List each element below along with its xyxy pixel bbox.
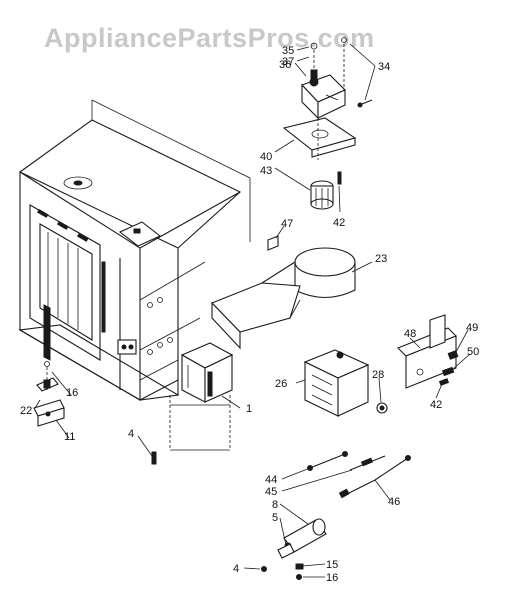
label-15: 15 bbox=[326, 559, 338, 571]
switch-22 bbox=[36, 377, 59, 392]
fan-motor bbox=[301, 69, 346, 120]
part-15 bbox=[295, 563, 304, 570]
part-49 bbox=[447, 350, 459, 360]
label-47: 47 bbox=[281, 218, 293, 230]
label-34: 34 bbox=[378, 61, 390, 73]
microwave-cabinet bbox=[18, 99, 251, 451]
part-labels: 35 37 36 34 40 43 42 47 23 48 49 50 42 1… bbox=[20, 45, 479, 584]
screw-42-fan bbox=[337, 171, 342, 185]
label-40: 40 bbox=[260, 151, 272, 163]
screw-42-bracket bbox=[438, 378, 450, 386]
part-16 bbox=[296, 574, 302, 580]
label-50: 50 bbox=[467, 346, 479, 358]
label-28: 28 bbox=[372, 369, 384, 381]
label-46: 46 bbox=[388, 496, 400, 508]
screw-37 bbox=[310, 42, 318, 50]
label-26: 26 bbox=[275, 378, 287, 390]
label-35: 35 bbox=[282, 45, 294, 57]
label-8: 8 bbox=[272, 499, 278, 511]
screw-4-bottom bbox=[261, 566, 267, 572]
label-36: 36 bbox=[279, 59, 291, 71]
wire-46 bbox=[338, 455, 411, 499]
label-23: 23 bbox=[375, 253, 387, 265]
leader-lines bbox=[34, 43, 471, 578]
label-4-bottom: 4 bbox=[233, 563, 239, 575]
watermark: AppliancePartsPros.com bbox=[44, 23, 375, 53]
label-16-left: 16 bbox=[66, 387, 78, 399]
screw-34-top bbox=[341, 37, 347, 43]
fan-blade bbox=[310, 180, 334, 210]
label-42-fan: 42 bbox=[333, 217, 345, 229]
wire-45 bbox=[349, 455, 386, 471]
air-duct bbox=[211, 247, 356, 350]
bracket-48 bbox=[397, 314, 457, 389]
label-5: 5 bbox=[272, 512, 278, 524]
label-44: 44 bbox=[265, 474, 277, 486]
label-43: 43 bbox=[260, 165, 272, 177]
label-45: 45 bbox=[265, 486, 277, 498]
transformer bbox=[180, 342, 234, 403]
magnetron bbox=[303, 349, 370, 417]
thermal-cutout bbox=[376, 402, 388, 414]
bracket-47 bbox=[267, 235, 279, 251]
label-1: 1 bbox=[246, 403, 252, 415]
label-4-left: 4 bbox=[128, 428, 134, 440]
fan-bracket bbox=[282, 117, 357, 160]
bracket-11 bbox=[33, 399, 65, 427]
label-48: 48 bbox=[404, 328, 416, 340]
wire-44 bbox=[307, 451, 348, 471]
label-11: 11 bbox=[64, 431, 75, 443]
label-22: 22 bbox=[20, 405, 32, 417]
screw-4-left bbox=[151, 451, 157, 465]
label-37: 37 bbox=[282, 56, 294, 68]
diode bbox=[277, 543, 295, 559]
label-42-bracket: 42 bbox=[430, 399, 442, 411]
label-16-bottom: 16 bbox=[326, 572, 338, 584]
screw-16-left bbox=[44, 361, 50, 367]
label-49: 49 bbox=[466, 322, 478, 334]
